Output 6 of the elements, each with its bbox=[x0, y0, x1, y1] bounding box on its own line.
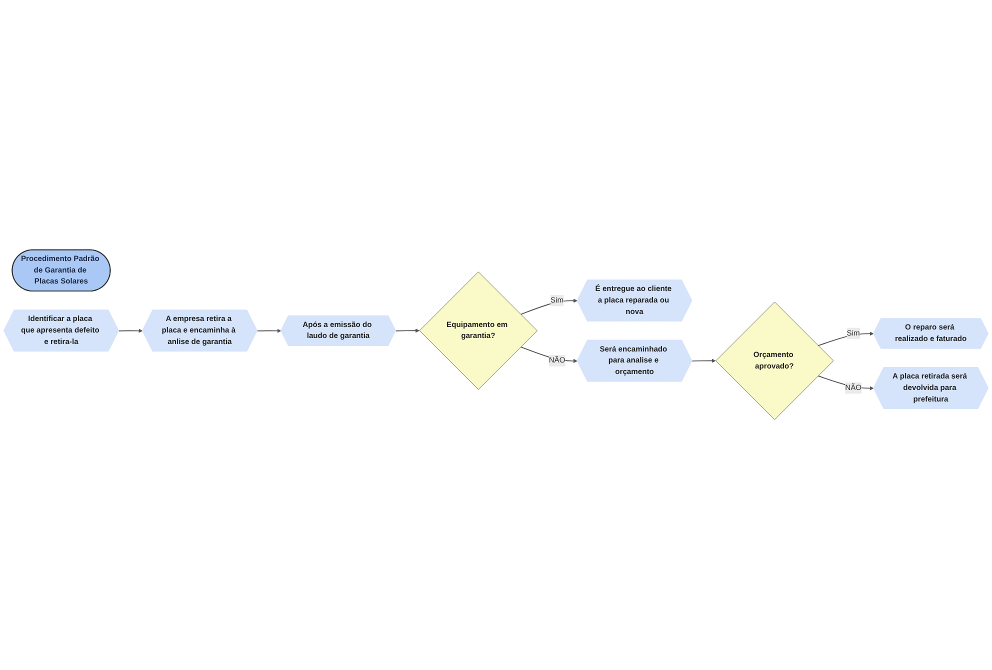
arrow bbox=[692, 359, 716, 364]
arrow bbox=[818, 332, 874, 346]
arrow bbox=[256, 329, 282, 334]
arrow bbox=[395, 328, 420, 334]
arrow bbox=[118, 329, 143, 334]
arrow bbox=[520, 298, 578, 316]
